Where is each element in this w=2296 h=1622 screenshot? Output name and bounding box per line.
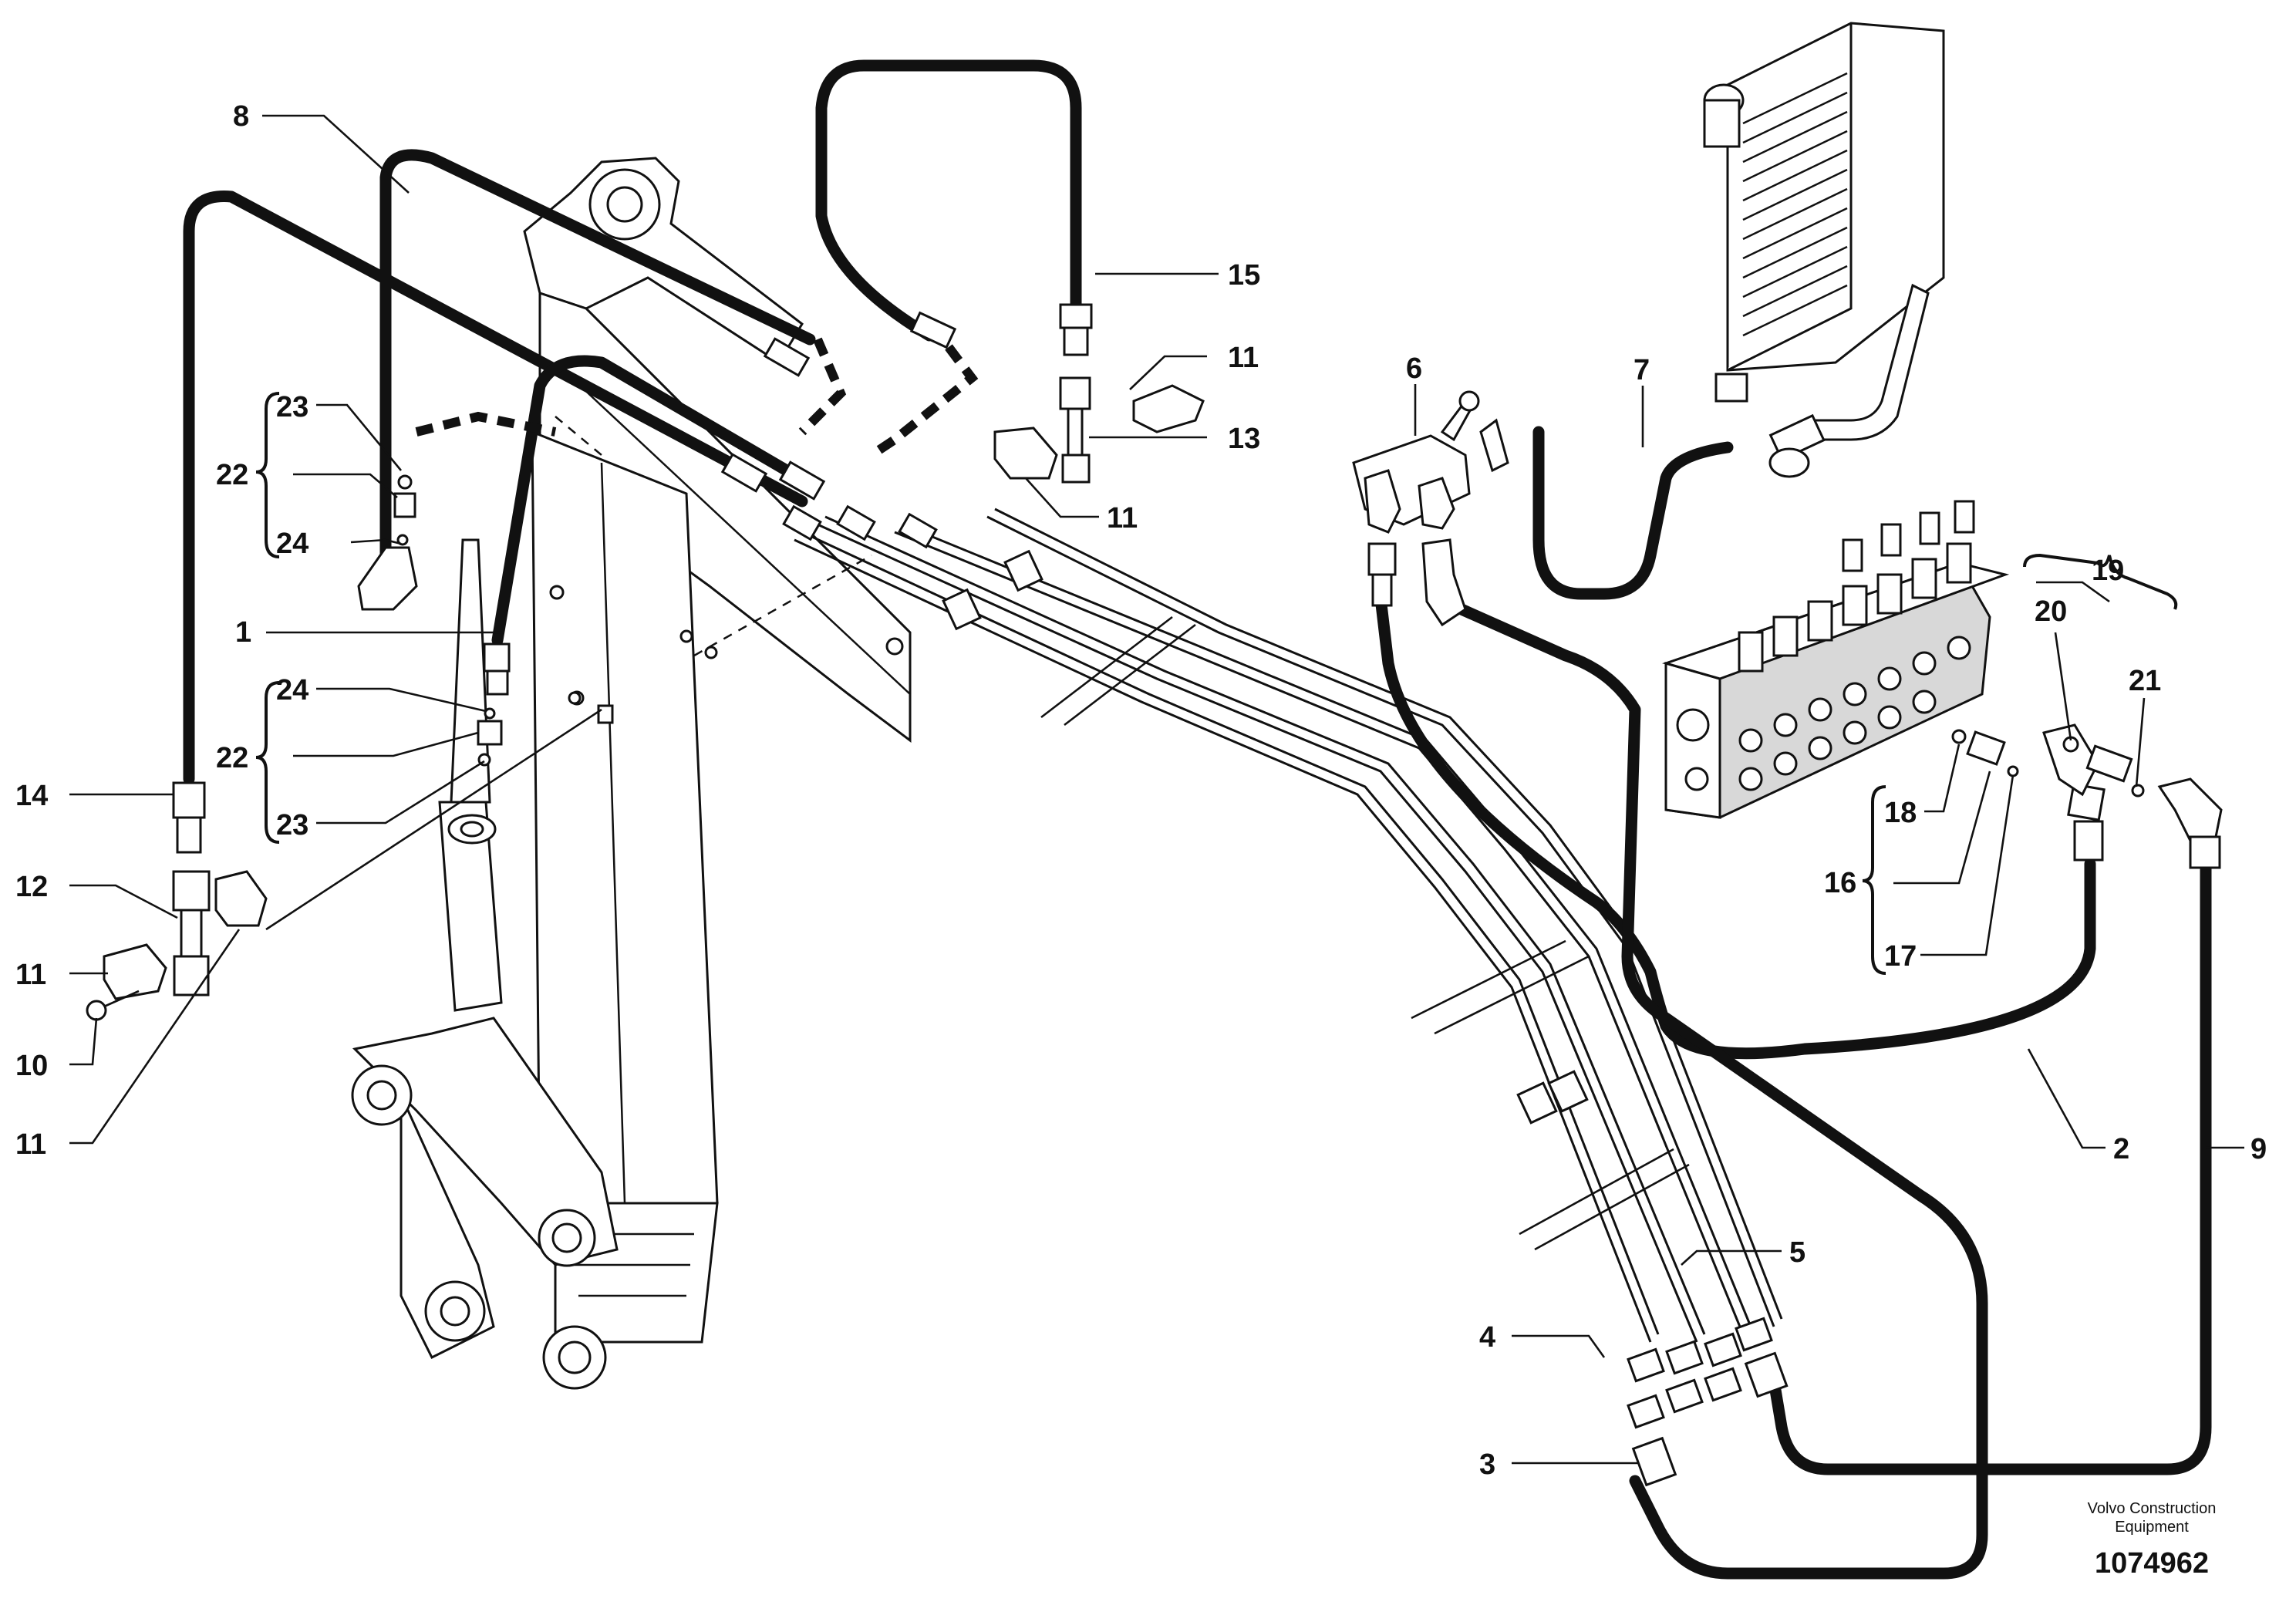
callout-19: 19: [2092, 555, 2124, 587]
callout-14: 14: [15, 780, 48, 812]
callout-5: 5: [1789, 1236, 1805, 1269]
oil-cooler: [1703, 22, 1945, 478]
callout-10: 10: [15, 1050, 48, 1082]
callout-17: 17: [1884, 940, 1917, 973]
manufacturer-line-1: Volvo Construction: [2087, 1500, 2217, 1517]
callout-7: 7: [1633, 354, 1650, 386]
callout-12: 12: [15, 871, 48, 903]
hidden-hose-sections: [415, 337, 979, 459]
callout-15: 15: [1228, 259, 1260, 292]
callout-8: 8: [233, 100, 249, 133]
callout-11-top-lower: 11: [1107, 502, 1138, 534]
callout-13: 13: [1228, 423, 1260, 455]
callout-4: 4: [1479, 1321, 1495, 1354]
callout-1: 1: [235, 616, 251, 649]
group-braces: [255, 392, 2178, 975]
callout-23-lower: 23: [276, 809, 308, 841]
manufacturer-label: Volvo Construction Equipment: [2036, 1499, 2267, 1536]
callout-2: 2: [2113, 1133, 2129, 1165]
shut-off-valve: [1352, 390, 1509, 534]
callout-3: 3: [1479, 1448, 1495, 1481]
callout-23-upper: 23: [276, 391, 308, 423]
boom-structure: [351, 157, 912, 1390]
callout-21: 21: [2129, 665, 2161, 697]
callout-24-lower: 24: [276, 674, 308, 706]
hose-fittings: [86, 303, 2223, 1487]
callout-11-top-right: 11: [1228, 342, 1259, 374]
callout-11-left-lower: 11: [15, 1128, 46, 1161]
callout-20: 20: [2035, 595, 2067, 628]
callout-22-upper: 22: [216, 459, 248, 491]
callout-24-upper: 24: [276, 528, 308, 560]
flexible-hoses: [183, 59, 2212, 1580]
callout-6: 6: [1406, 352, 1422, 385]
control-valve-block: [1661, 500, 2010, 819]
drawing-reference-number: 1074962: [2095, 1547, 2209, 1580]
manufacturer-line-2: Equipment: [2115, 1519, 2189, 1536]
callout-22-lower: 22: [216, 742, 248, 774]
callout-9: 9: [2250, 1133, 2267, 1165]
callout-11-left-upper: 11: [15, 959, 46, 991]
callout-18: 18: [1884, 797, 1917, 829]
callout-16: 16: [1824, 867, 1856, 899]
callout-labels: 8 23 22 24 1 24 22 23 14 12 11 10 11 15 …: [15, 100, 2267, 1481]
leader-lines: [69, 114, 2244, 1465]
